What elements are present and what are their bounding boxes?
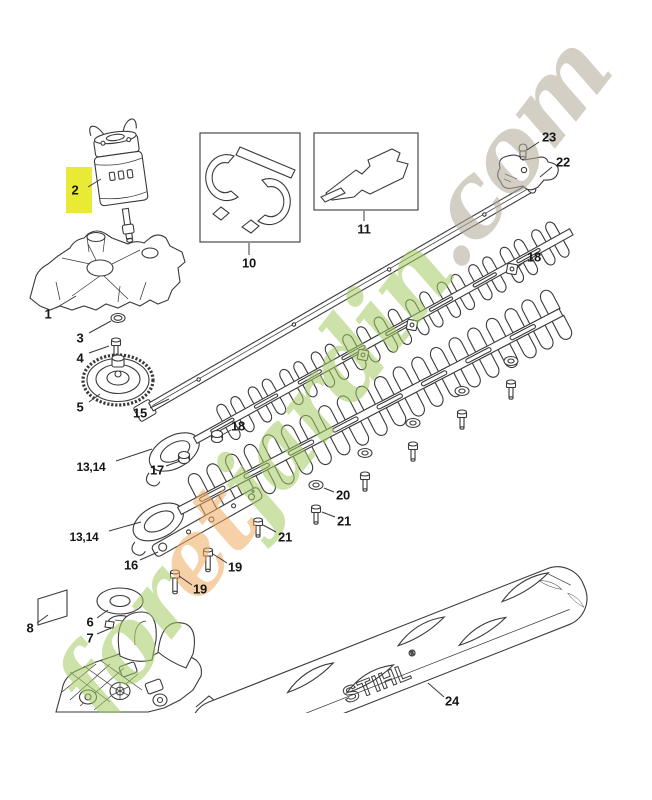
leader-line-19: [212, 553, 228, 564]
screw-trail-3: [456, 409, 468, 430]
leader-line-19: [178, 575, 193, 586]
leader-line-23: [526, 141, 540, 151]
part-label-1: 1: [44, 306, 52, 322]
part-label-2: 2: [71, 182, 79, 198]
part-label-18: 18: [526, 249, 542, 265]
leader-line-13-14: [108, 521, 142, 532]
part-label-13-14: 13,14: [76, 460, 106, 474]
screw-trail-1: [359, 471, 371, 492]
part-label-10: 10: [241, 255, 257, 271]
parts-box-10: [199, 132, 301, 243]
washer-trail-4: [503, 355, 519, 367]
leader-line-1: [55, 295, 77, 309]
part-label-21: 21: [336, 513, 352, 529]
washer-trail-1: [357, 447, 373, 459]
cutting-blade-upper-part-13-14: [145, 219, 574, 487]
nut-part-18-top: [505, 262, 519, 276]
part-label-7: 7: [86, 630, 94, 646]
part-label-11: 11: [357, 221, 371, 237]
washer-trail-2: [405, 417, 421, 429]
leader-line-18: [516, 260, 526, 269]
cutting-blade-lower-part-13-14: [131, 287, 575, 556]
part-label-19: 19: [192, 581, 208, 597]
leader-line-24: [427, 682, 445, 698]
screw-trail-2: [407, 441, 419, 462]
part-label-15: 15: [132, 405, 148, 421]
washer-part-3: [110, 312, 126, 324]
nut-part-17: [177, 450, 191, 465]
screw-part-21-right: [310, 504, 322, 525]
part-label-5: 5: [76, 399, 84, 415]
housing-cover: [55, 611, 223, 713]
leader-line-5: [88, 393, 101, 403]
leader-line-20: [323, 487, 335, 493]
part-label-13-14: 13,14: [69, 530, 99, 544]
leader-line-2: [87, 178, 102, 188]
parts-box-11: [313, 132, 419, 211]
leader-line-16: [139, 551, 159, 561]
plate-part-8: [37, 589, 68, 626]
stihl-reg-mark: ®: [407, 647, 417, 659]
part-label-17: 17: [149, 462, 165, 478]
part-label-16: 16: [123, 557, 139, 573]
gear-wheel-part-5: [81, 353, 155, 407]
part-label-4: 4: [76, 350, 84, 366]
leader-line-22: [539, 166, 553, 178]
leader-line-21: [321, 511, 336, 518]
motor-part-2: [89, 118, 149, 243]
washer-trail-3: [454, 385, 470, 397]
part-label-8: 8: [26, 620, 34, 636]
leader-line-6: [96, 609, 109, 619]
leader-line-7: [96, 627, 112, 635]
part-label-18: 18: [230, 418, 246, 434]
part-label-21: 21: [277, 529, 293, 545]
part-label-19: 19: [227, 559, 243, 575]
screw-part-23: [518, 143, 528, 160]
leader-line-13-14: [115, 448, 153, 462]
leader-line-3: [88, 320, 112, 334]
screw-trail-4: [505, 379, 517, 400]
washer-part-6: [96, 587, 144, 615]
leader-line-17: [165, 460, 181, 467]
part-label-20: 20: [335, 487, 351, 503]
leader-line-8: [36, 614, 49, 624]
leader-line-15: [149, 398, 170, 409]
highlight-box-part-2: [66, 167, 92, 213]
leader-lines: [36, 141, 553, 698]
tip-guard-part-22: [497, 154, 559, 191]
gear-housing-part-1: [29, 230, 186, 311]
guide-bar-part-16: [151, 487, 263, 557]
part-label-22: 22: [555, 154, 571, 170]
leader-line-21: [262, 524, 277, 533]
blade-guard-part-24: STIHL ®: [190, 566, 588, 713]
part-label-6: 6: [86, 614, 94, 630]
part-label-23: 23: [541, 129, 557, 145]
leader-line-18: [221, 429, 232, 436]
leader-line-4: [88, 345, 110, 354]
part-label-24: 24: [444, 693, 460, 709]
part-label-3: 3: [76, 330, 84, 346]
